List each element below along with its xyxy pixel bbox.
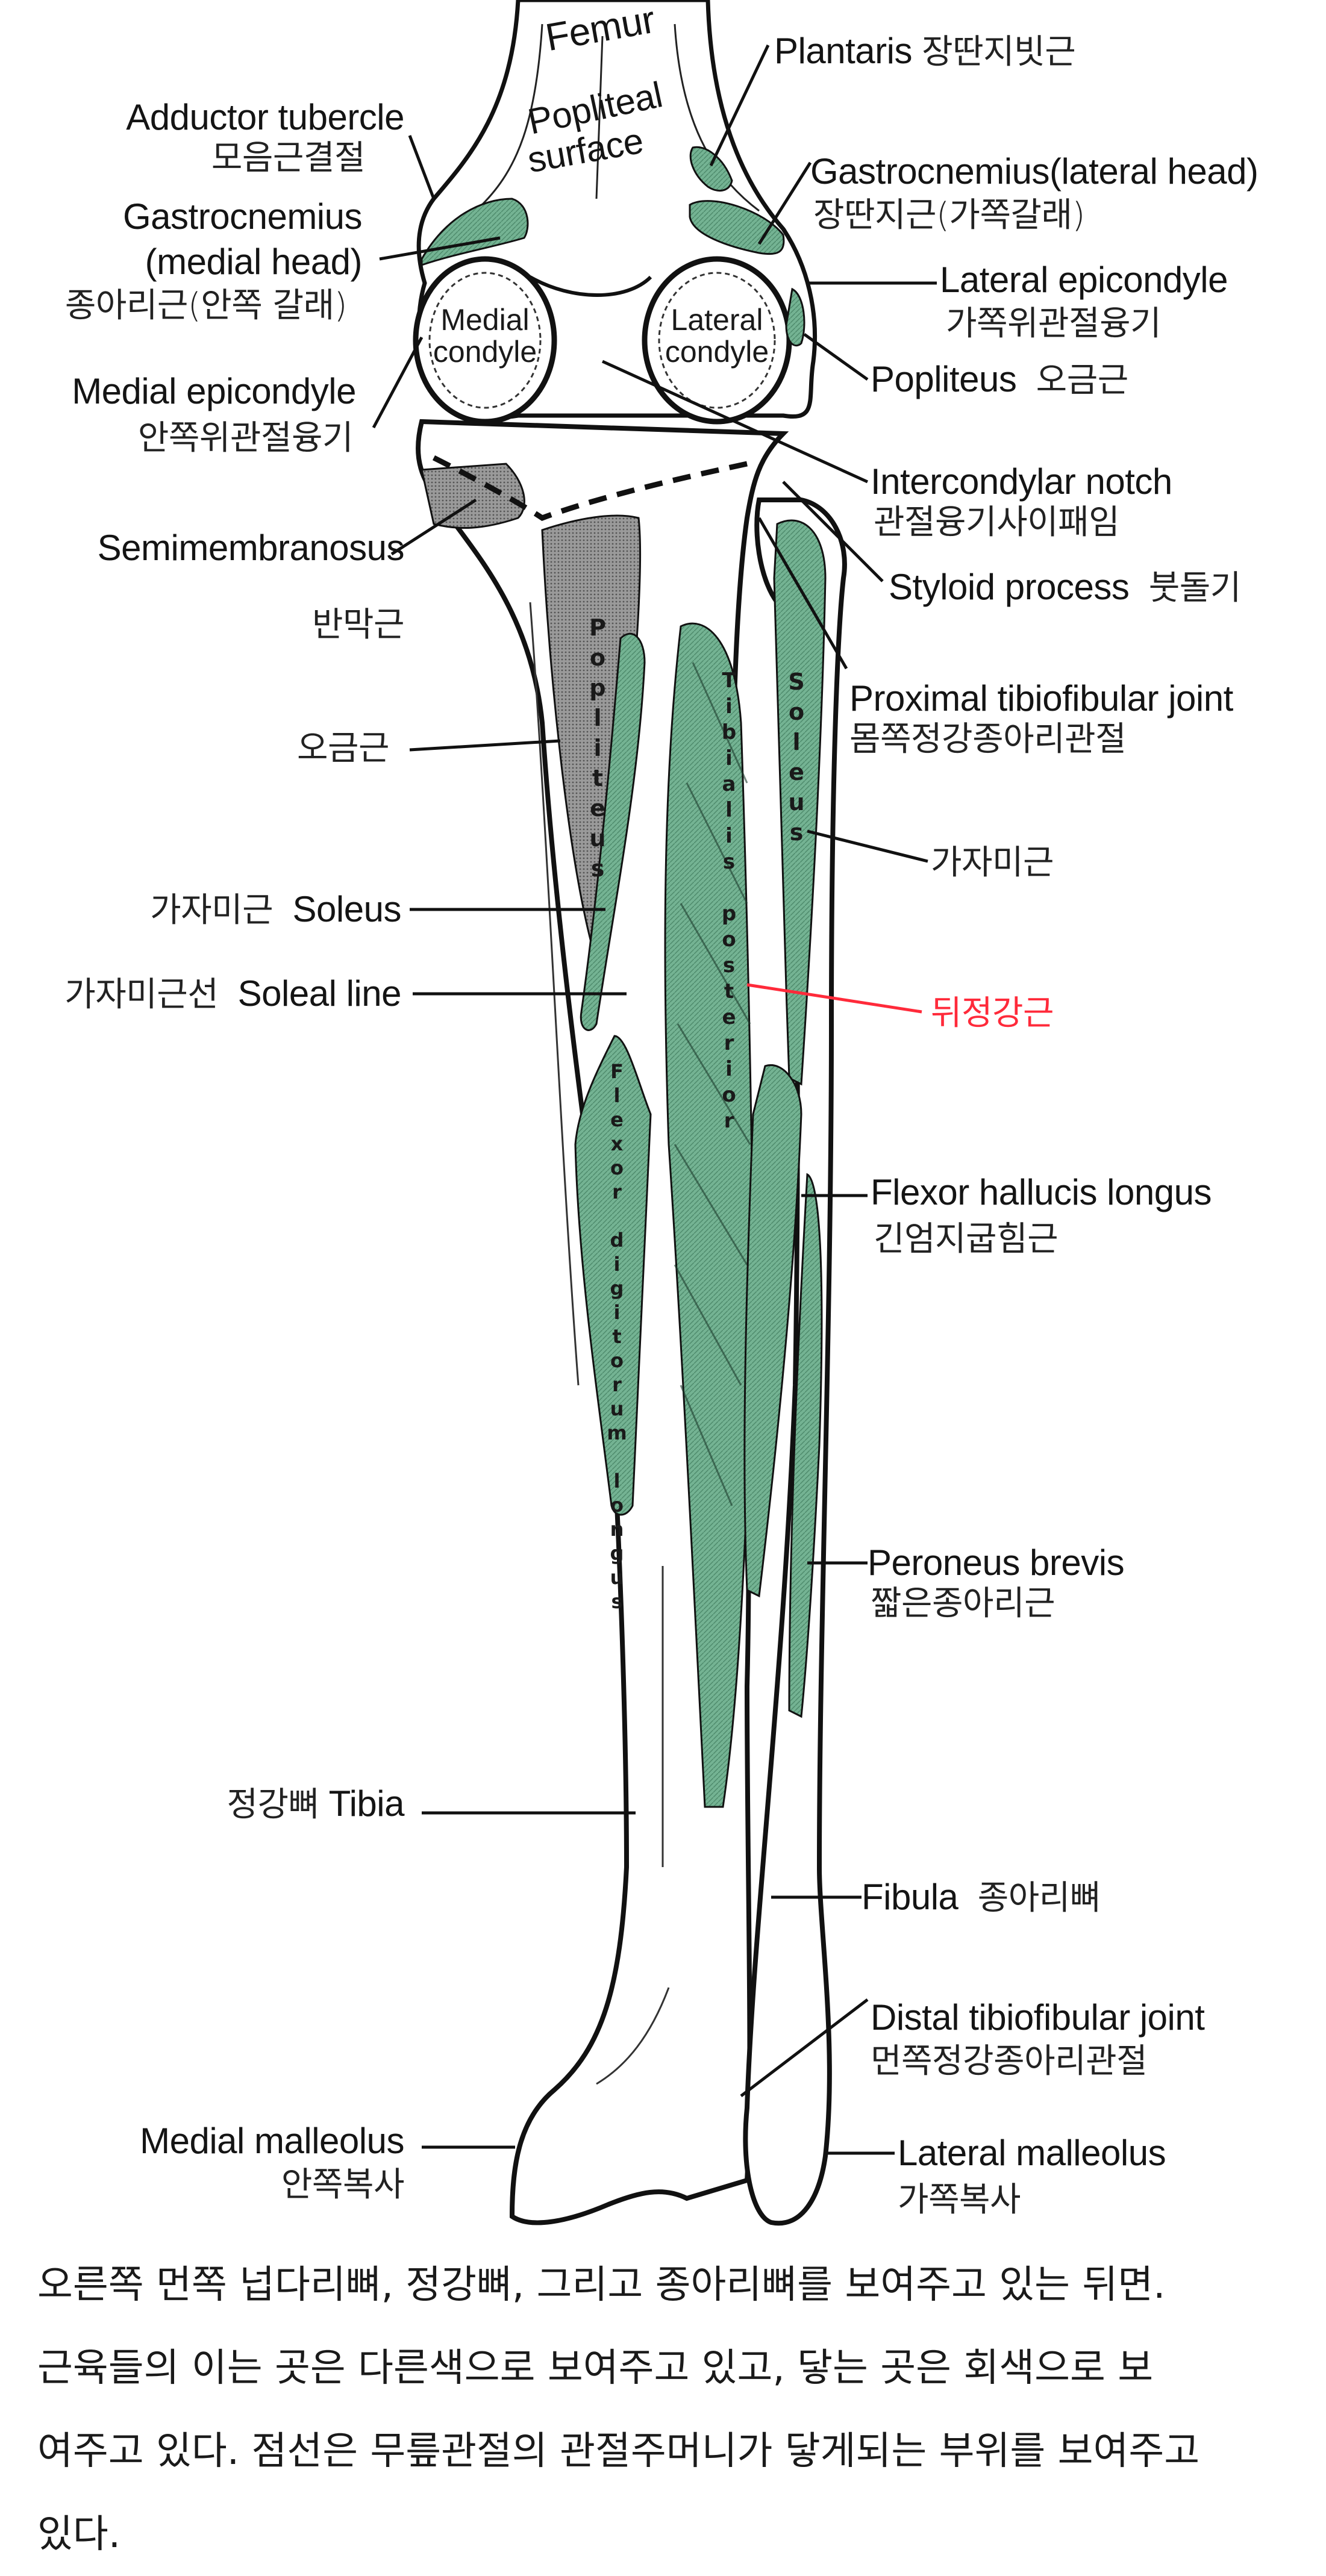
label-popliteus-right: Popliteus 오금근 (871, 361, 1128, 398)
label-tibia-en: Tibia (328, 1783, 405, 1824)
label-adductor-tubercle: Adductor tubercle (126, 97, 404, 137)
leader-lines (372, 44, 937, 2155)
red-leader-line (746, 983, 922, 1014)
label-proximal-tibiofibular-joint-ko: 몸쪽정강종아리관절 (849, 720, 1127, 759)
label-soleal-line-ko: 가자미근선 (64, 975, 219, 1014)
label-soleal-line-en: Soleal line (237, 973, 402, 1014)
caption-line-1: 오른쪽 먼쪽 넙다리뼈, 정강뼈, 그리고 종아리뼈를 보여주고 있는 뒤면. (37, 2263, 1166, 2307)
popliteus-vertical-text: Popliteus (584, 614, 611, 885)
label-intercondylar-notch: Intercondylar notch (871, 461, 1172, 502)
label-gastrocnemius-medial-ko: 종아리근(안쪽 갈래) (64, 286, 348, 325)
label-medial-epicondyle-ko: 안쪽위관절융기 (137, 419, 354, 458)
label-semimembranosus-ko: 반막근 (311, 605, 405, 644)
label-styloid-process: Styloid process 붓돌기 (889, 569, 1241, 605)
joint-capsule-dashed-line (432, 455, 748, 522)
label-peroneus-brevis-ko: 짧은종아리근 (871, 1584, 1055, 1623)
label-distal-tibiofibular-joint-ko: 먼쪽정강종아리관절 (871, 2042, 1148, 2081)
label-semimembranosus: Semimembranosus (97, 528, 405, 568)
tibialis-posterior-vertical-text: Tibialis posterior (717, 669, 741, 1135)
label-medial-malleolus: Medial malleolus (140, 2121, 404, 2161)
flexor-digitorum-longus-vertical-text: Flexor digitorum longus (605, 1060, 628, 1614)
label-fibula-ko: 종아리뼈 (977, 1879, 1101, 1918)
soleus-fibular-origin (773, 519, 827, 1086)
label-popliteus-ko-left: 오금근 (296, 729, 390, 768)
label-gastrocnemius-medial: Gastrocnemius (123, 196, 362, 237)
label-plantaris: Plantaris 장딴지빗근 (774, 31, 1076, 72)
soleus-vertical-text: Soleus (783, 669, 810, 849)
popliteus-origin (785, 287, 805, 347)
caption-line-4: 있다. (37, 2512, 121, 2557)
caption-line-3: 여주고 있다. 점선은 무릎관절의 관절주머니가 닿게되는 부위를 보여주고 (37, 2429, 1200, 2474)
soleus-tibial-origin (580, 632, 646, 1031)
peroneus-brevis-origin (788, 1173, 823, 1718)
label-tibia: 정강뼈 Tibia (227, 1786, 404, 1822)
label-flexor-hallucis-longus-ko: 긴엄지굽힘근 (874, 1220, 1059, 1259)
label-lateral-malleolus: Lateral malleolus (898, 2133, 1166, 2173)
label-styloid-process-en: Styloid process (889, 567, 1130, 607)
label-lateral-epicondyle: Lateral epicondyle (940, 260, 1228, 300)
label-fibula: Fibula 종아리뼈 (862, 1879, 1101, 1915)
label-soleus-left-ko: 가자미근 (150, 891, 274, 930)
label-popliteus-right-ko: 오금근 (1036, 361, 1129, 400)
semimembranosus-insertion (421, 463, 525, 529)
label-adductor-tubercle-ko: 모음근결절 (211, 139, 366, 178)
label-plantaris-en: Plantaris (774, 31, 912, 71)
label-flexor-hallucis-longus: Flexor hallucis longus (871, 1172, 1212, 1212)
label-soleus-right-ko: 가자미근 (931, 843, 1054, 882)
tibialis-posterior-origin (664, 622, 754, 1808)
label-medial-malleolus-ko: 안쪽복사 (281, 2165, 405, 2204)
caption-line-2: 근육들의 이는 곳은 다른색으로 보여주고 있고, 닿는 곳은 회색으로 보 (37, 2346, 1154, 2390)
label-gastrocnemius-medial-line2: (medial head) (145, 242, 363, 282)
label-peroneus-brevis: Peroneus brevis (868, 1542, 1125, 1583)
label-soleus-left: 가자미근 Soleus (150, 891, 401, 928)
label-gastrocnemius-lateral: Gastrocnemius(lateral head) (810, 151, 1259, 192)
label-soleal-line: 가자미근선 Soleal line (64, 976, 401, 1012)
label-intercondylar-notch-ko: 관절융기사이패임 (874, 503, 1120, 542)
label-styloid-process-ko: 붓돌기 (1148, 569, 1242, 608)
label-soleus-left-en: Soleus (292, 889, 402, 929)
label-fibula-en: Fibula (862, 1877, 959, 1917)
label-lateral-malleolus-ko: 가쪽복사 (898, 2180, 1021, 2219)
label-medial-epicondyle: Medial epicondyle (72, 371, 356, 411)
label-gastrocnemius-lateral-ko: 장딴지근(가쪽갈래) (813, 196, 1085, 235)
label-proximal-tibiofibular-joint: Proximal tibiofibular joint (849, 678, 1233, 719)
label-popliteus-right-en: Popliteus (871, 359, 1017, 399)
label-plantaris-ko: 장딴지빗근 (922, 33, 1076, 72)
flexor-digitorum-longus-origin (574, 1035, 652, 1516)
label-lateral-epicondyle-ko: 가쪽위관절융기 (946, 304, 1162, 343)
label-tibialis-posterior-ko-highlight: 뒤정강근 (931, 994, 1054, 1033)
label-distal-tibiofibular-joint: Distal tibiofibular joint (871, 1997, 1205, 2038)
flexor-hallucis-longus-origin (743, 1064, 802, 1598)
label-tibia-ko: 정강뼈 (227, 1785, 319, 1824)
figure-caption: 오른쪽 먼쪽 넙다리뼈, 정강뼈, 그리고 종아리뼈를 보여주고 있는 뒤면. … (37, 2244, 1303, 2576)
plantaris-origin (689, 146, 733, 192)
